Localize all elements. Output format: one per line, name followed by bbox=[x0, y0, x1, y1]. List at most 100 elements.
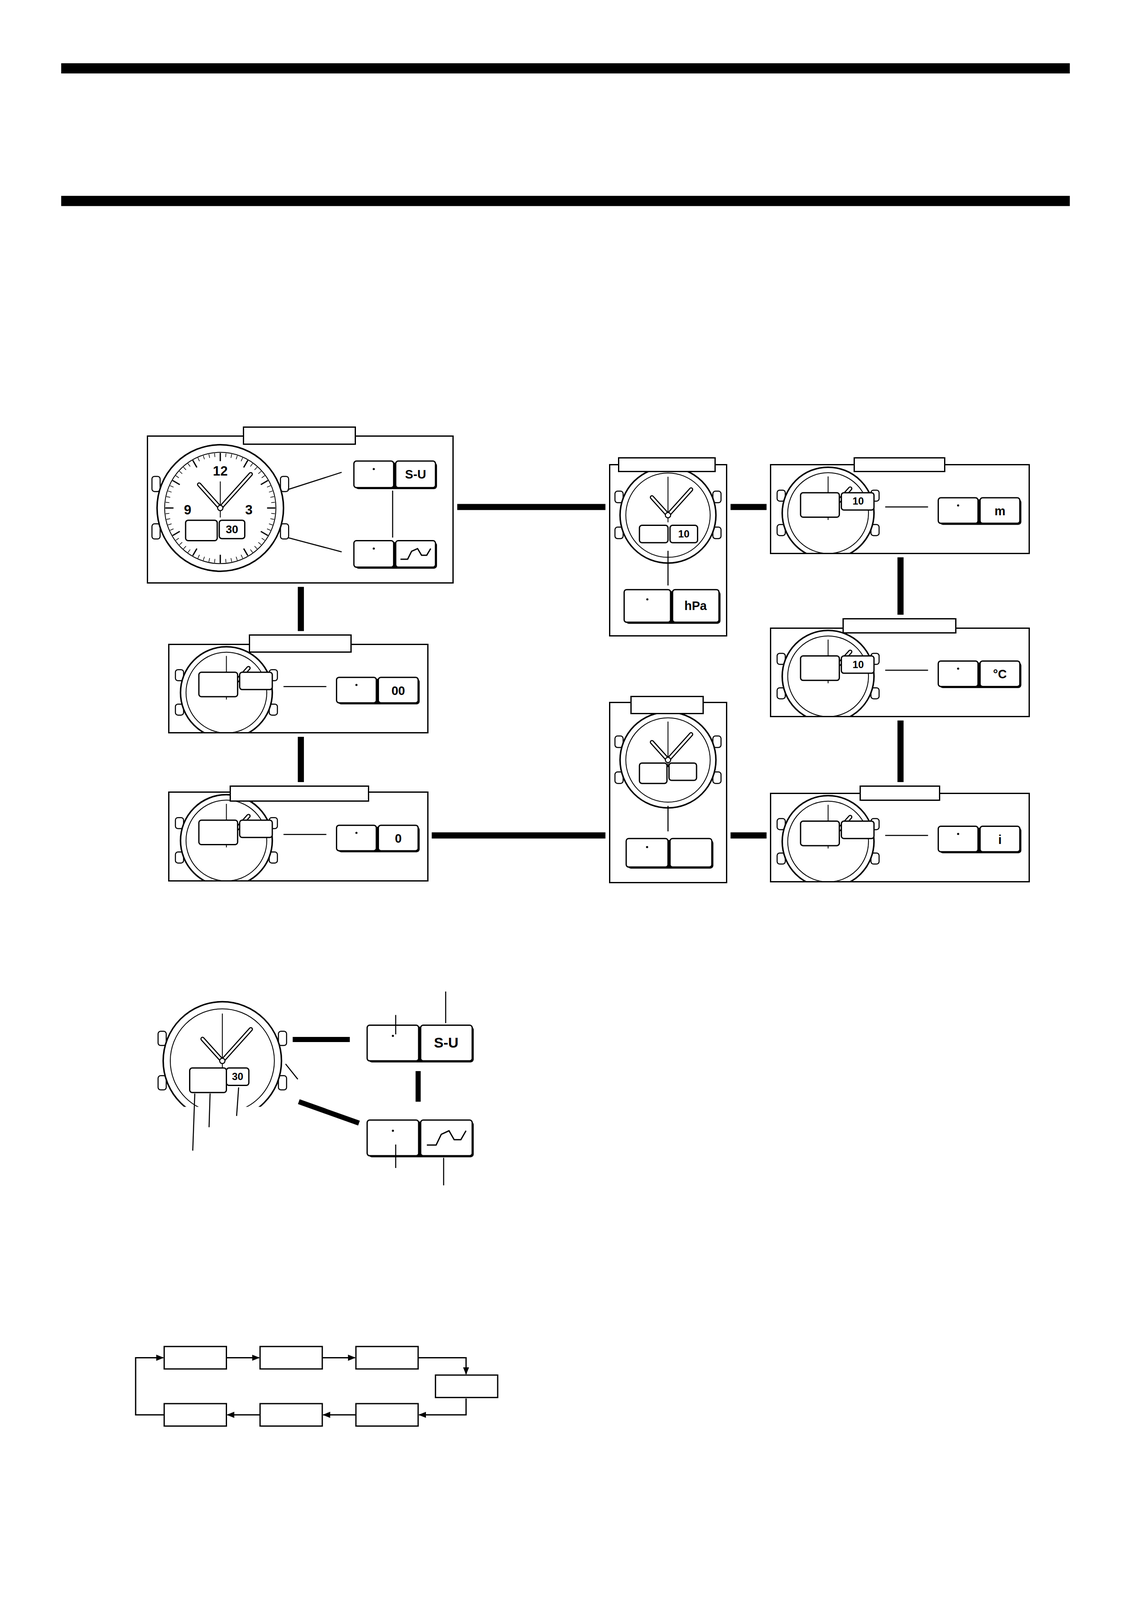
watch-icon bbox=[175, 794, 278, 881]
mode-panel: 00 bbox=[168, 643, 429, 734]
watch-icon bbox=[151, 444, 289, 572]
display-unit bbox=[938, 497, 1022, 525]
leader-line bbox=[392, 490, 394, 538]
leader-line bbox=[395, 1014, 397, 1035]
dial-tick bbox=[261, 475, 265, 478]
dial-tick bbox=[166, 496, 171, 498]
cycle-arrow bbox=[322, 1356, 355, 1359]
second-hand bbox=[219, 481, 221, 518]
watch-hand bbox=[652, 497, 669, 516]
panel-art bbox=[151, 444, 438, 572]
dial-tick bbox=[214, 558, 216, 563]
lcd-window bbox=[841, 655, 874, 674]
dial-tick bbox=[208, 454, 210, 458]
detail-watch bbox=[157, 1001, 287, 1107]
pressure-graph bbox=[400, 548, 431, 560]
dial-tick bbox=[254, 545, 257, 549]
panel-tab bbox=[859, 785, 941, 801]
lcd-window bbox=[639, 762, 668, 784]
dial-tick bbox=[165, 507, 174, 509]
dial-tick bbox=[260, 480, 269, 485]
lcd-window bbox=[800, 655, 840, 680]
watch-case bbox=[620, 466, 717, 563]
unit-dot bbox=[956, 504, 960, 507]
mode-panel: i bbox=[769, 792, 1030, 883]
display-unit bbox=[367, 1119, 474, 1158]
watch-bezel bbox=[625, 717, 711, 802]
hand-pivot bbox=[219, 1058, 225, 1064]
dial-tick bbox=[169, 485, 174, 488]
cycle-arrow bbox=[227, 1413, 260, 1416]
dial-tick bbox=[198, 554, 200, 559]
cycle-box bbox=[259, 1403, 323, 1426]
lcd-window bbox=[800, 821, 840, 846]
cycle-box bbox=[355, 1403, 419, 1426]
unit-right bbox=[420, 1024, 473, 1061]
unit-right bbox=[420, 1119, 473, 1156]
mode-arrow-bar bbox=[298, 1101, 359, 1123]
leader-line bbox=[283, 833, 327, 835]
dial-tick bbox=[241, 457, 243, 461]
panel-tab bbox=[242, 426, 356, 445]
dial-tick bbox=[183, 466, 187, 470]
dial-tick bbox=[179, 542, 183, 545]
dial-tick bbox=[258, 471, 262, 474]
display-value: 10 bbox=[678, 528, 690, 540]
watch-icon bbox=[615, 466, 722, 563]
dial-tick bbox=[214, 453, 216, 458]
leader-line bbox=[445, 991, 447, 1024]
watch-case bbox=[157, 444, 284, 572]
watch-bezel bbox=[186, 652, 267, 733]
lcd-window bbox=[670, 525, 698, 543]
display-value: °C bbox=[993, 667, 1007, 681]
dial-tick bbox=[243, 460, 248, 468]
watch-hand bbox=[202, 1038, 223, 1061]
dial-tick bbox=[268, 523, 273, 525]
unit-right bbox=[979, 660, 1020, 687]
watch-button bbox=[157, 1031, 167, 1046]
watch-hand bbox=[652, 497, 669, 516]
watch-hand bbox=[667, 734, 691, 760]
unit-right bbox=[979, 497, 1020, 524]
display-value: 3 bbox=[244, 503, 253, 517]
panel-art bbox=[615, 466, 722, 624]
unit-left bbox=[938, 826, 978, 852]
mode-panel: 10hPa bbox=[609, 463, 728, 637]
leader-line bbox=[287, 472, 342, 490]
dial-tick bbox=[236, 455, 238, 459]
dial-tick bbox=[192, 460, 198, 468]
unit-right bbox=[672, 589, 720, 622]
display-value: 10 bbox=[852, 659, 865, 670]
unit-dot bbox=[355, 831, 358, 834]
rule bbox=[61, 63, 1070, 74]
watch-button bbox=[280, 476, 289, 492]
watch-button bbox=[278, 1031, 287, 1046]
watch-button bbox=[280, 523, 289, 540]
mode-connector bbox=[730, 832, 767, 839]
unit-dot bbox=[391, 1034, 394, 1037]
dial-tick bbox=[166, 518, 171, 520]
mode-cycle-chart bbox=[135, 1346, 498, 1426]
dial-tick bbox=[203, 455, 205, 459]
display-unit bbox=[626, 838, 714, 869]
watch-hand bbox=[667, 734, 691, 760]
leader-line bbox=[236, 1087, 239, 1116]
unit-dot bbox=[956, 667, 960, 670]
display-value: S-U bbox=[434, 1035, 459, 1050]
watch-case bbox=[180, 794, 273, 881]
dial-tick bbox=[261, 538, 265, 541]
display-value: 10 bbox=[852, 495, 865, 507]
mode-arrow-bar bbox=[292, 1036, 350, 1042]
watch-bezel bbox=[625, 472, 711, 558]
lcd-window bbox=[226, 1067, 249, 1086]
watch-bezel bbox=[186, 799, 267, 881]
cycle-arrow bbox=[323, 1413, 356, 1416]
lcd-window bbox=[198, 819, 238, 845]
leader-line bbox=[285, 1063, 298, 1079]
leader-line bbox=[192, 1093, 196, 1151]
dial-tick bbox=[267, 485, 271, 488]
dial-tick bbox=[183, 545, 187, 549]
watch-bezel bbox=[170, 1008, 275, 1107]
dial-tick bbox=[172, 480, 181, 485]
unit-dot bbox=[391, 1129, 394, 1132]
